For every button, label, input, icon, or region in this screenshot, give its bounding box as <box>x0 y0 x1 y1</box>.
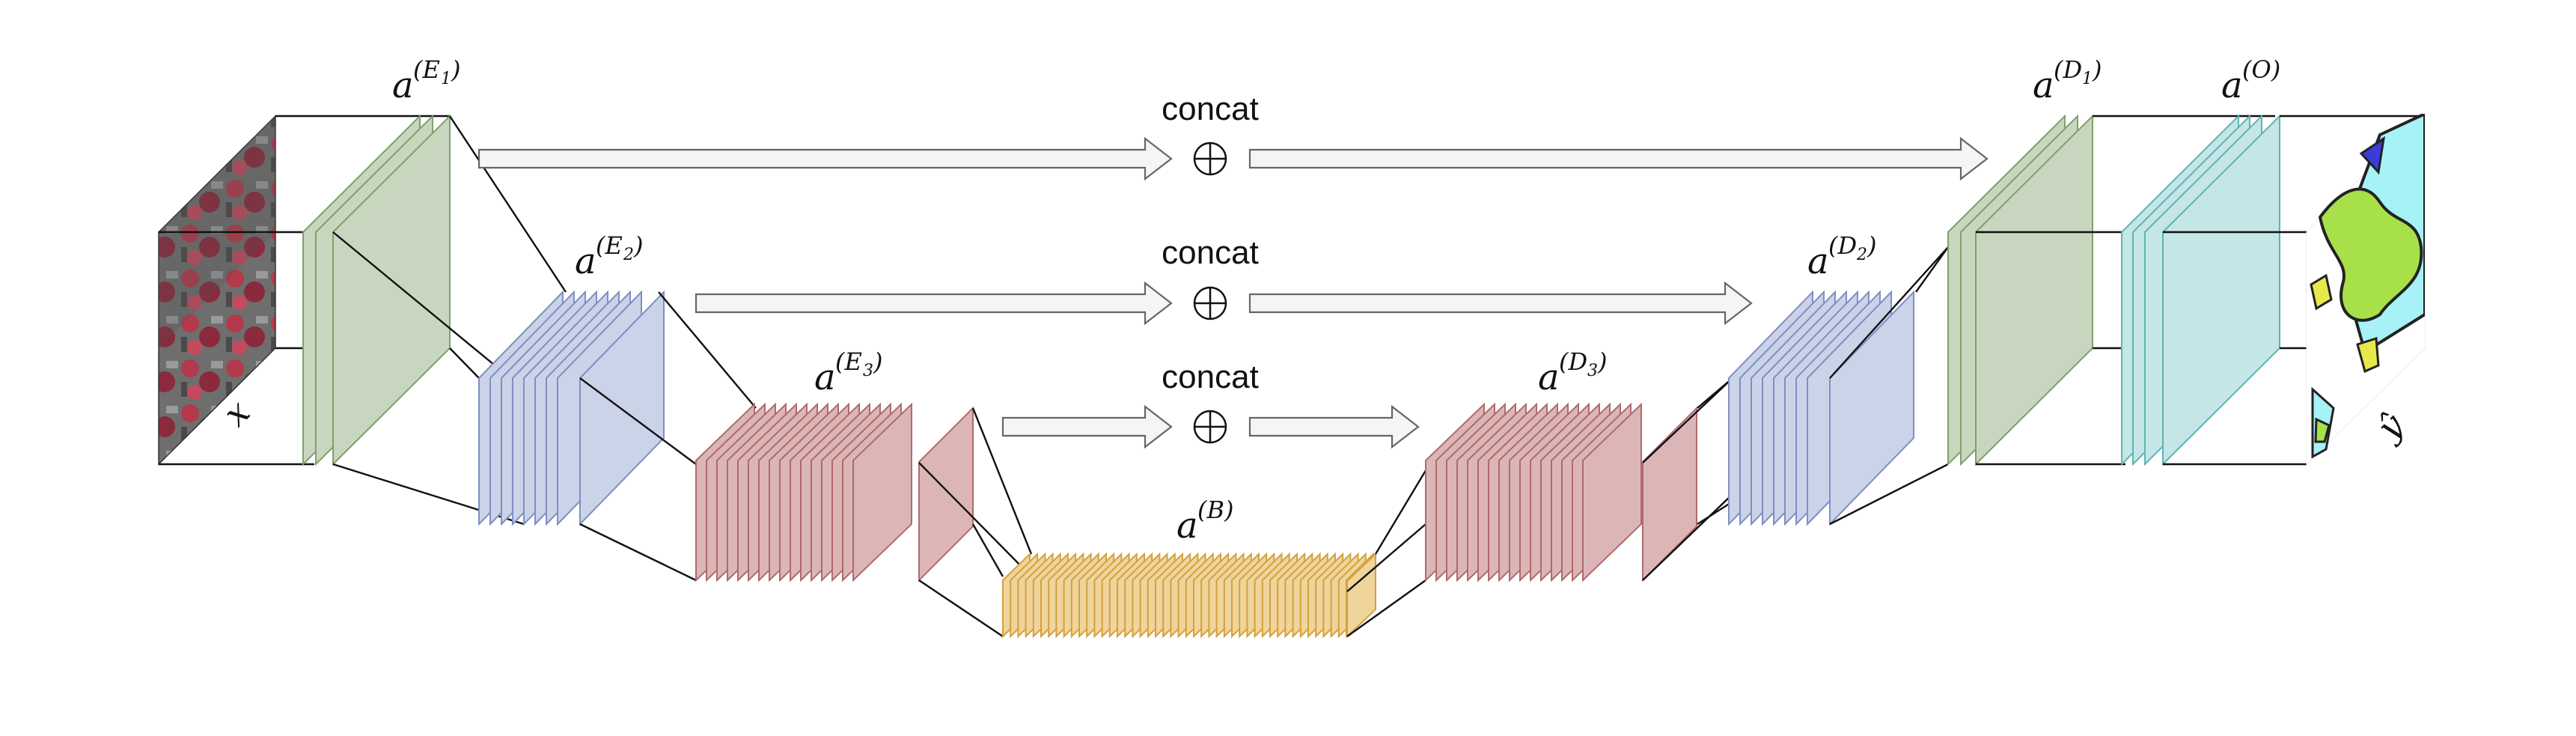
decoder2-slice <box>1829 290 1914 526</box>
encoder-block-2 <box>478 290 665 526</box>
bottleneck-slice <box>1346 552 1376 639</box>
svg-text:a: a <box>1176 505 1198 547</box>
svg-text:3: 3 <box>1587 362 1598 380</box>
decoder-block-1 <box>1947 114 2275 466</box>
svg-text:): ) <box>873 347 882 376</box>
svg-text:(B): (B) <box>1197 496 1233 524</box>
label-a-e3: a (E 3 ) <box>814 347 882 398</box>
concat-operator-2 <box>1193 286 1227 320</box>
encoder-block-1 <box>302 114 567 526</box>
encoder3-slice <box>918 406 974 583</box>
svg-text:a: a <box>814 356 836 398</box>
svg-text:a: a <box>392 64 414 106</box>
svg-text:(D: (D <box>1828 231 1857 260</box>
encoder-block-3-edges <box>918 407 1033 637</box>
svg-text:1: 1 <box>2082 70 2093 88</box>
svg-text:(E: (E <box>413 55 440 84</box>
skip-connection-3 <box>1001 404 1420 449</box>
svg-text:a: a <box>1807 240 1829 282</box>
decoder-block-3-edges <box>1642 377 1733 581</box>
skip-connection-2 <box>695 281 1753 326</box>
svg-text:): ) <box>633 231 643 260</box>
decoder3-slice <box>1582 402 1642 583</box>
svg-text:(D: (D <box>1559 347 1587 376</box>
encoder-block-2-edges <box>579 291 757 582</box>
svg-text:2: 2 <box>623 246 634 264</box>
svg-text:): ) <box>1597 347 1607 376</box>
svg-text:a: a <box>2221 64 2243 106</box>
concat-label-3: concat <box>1162 359 1259 395</box>
encoder3-slice <box>852 402 912 583</box>
svg-text:1: 1 <box>441 70 451 88</box>
concat-label-1: concat <box>1162 91 1259 127</box>
bottleneck-edges <box>1346 463 1431 637</box>
label-a-e1: a (E 1 ) <box>392 55 460 106</box>
output-layer-block <box>2121 114 2425 466</box>
decoder-block-3 <box>1425 402 1697 583</box>
concat-label-2: concat <box>1162 234 1259 271</box>
encoder2-slice <box>579 290 665 526</box>
svg-text:2: 2 <box>1856 246 1867 264</box>
label-a-d1: a (D 1 ) <box>2033 55 2102 106</box>
skip-connection-1 <box>477 136 1989 181</box>
label-a-d3: a (D 3 ) <box>1538 347 1607 398</box>
label-output-yhat: ŷ <box>2368 405 2412 449</box>
svg-text:a: a <box>1538 356 1560 398</box>
svg-text:a: a <box>575 240 596 282</box>
svg-text:(E: (E <box>596 231 623 260</box>
svg-text:(E: (E <box>835 347 862 376</box>
encoder-block-3 <box>695 402 974 583</box>
input-image <box>158 115 449 466</box>
decoder-block-2 <box>1728 290 1914 526</box>
label-a-e2: a (E 2 ) <box>575 231 643 282</box>
bottleneck-block <box>1002 552 1376 639</box>
output-segmentation-map <box>2306 112 2426 466</box>
label-a-o: a (O) <box>2221 55 2280 106</box>
svg-text:): ) <box>451 55 460 84</box>
svg-text:a: a <box>2033 64 2054 106</box>
svg-text:): ) <box>2092 55 2102 84</box>
svg-text:3: 3 <box>863 362 873 380</box>
svg-text:(D: (D <box>2054 55 2082 84</box>
label-a-b: a (B) <box>1176 496 1233 547</box>
decoder-block-2-edges <box>1829 246 1949 526</box>
svg-text:): ) <box>1867 231 1876 260</box>
label-a-d2: a (D 2 ) <box>1807 231 1876 282</box>
concat-operator-3 <box>1193 410 1227 444</box>
svg-text:(O): (O) <box>2242 55 2280 84</box>
concat-operator-1 <box>1193 142 1227 176</box>
